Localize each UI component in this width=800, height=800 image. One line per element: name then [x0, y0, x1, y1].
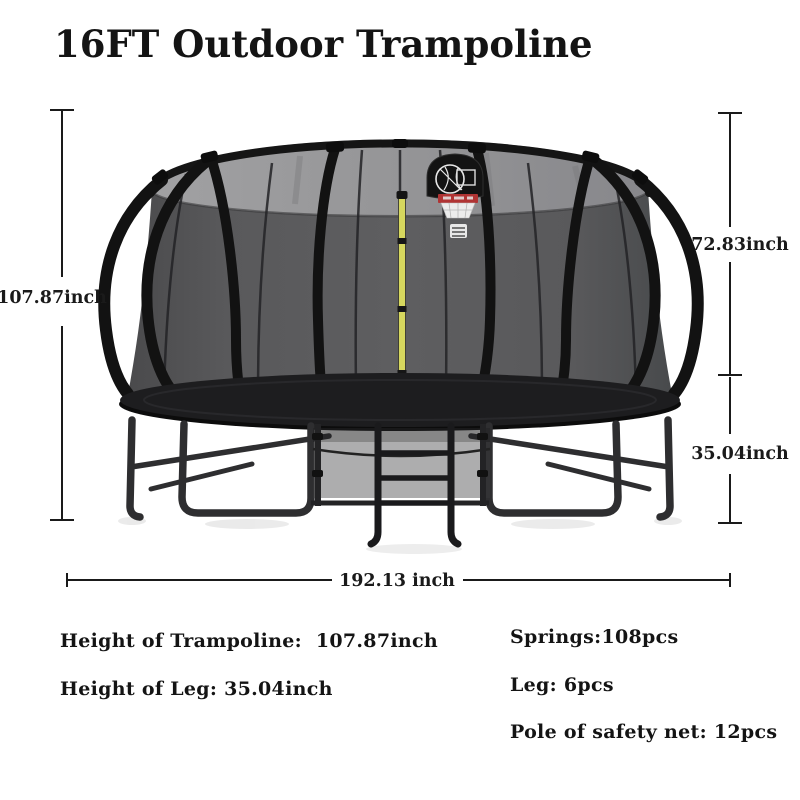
jump-mat: [119, 373, 681, 431]
dimension-line-right: [718, 112, 742, 524]
spec-height-of-trampoline: Height of Trampoline: 107.87inch: [60, 630, 438, 652]
enclosure-poles: [98, 144, 704, 404]
trampoline-legs: [118, 416, 682, 529]
dimension-line-width: [66, 573, 731, 587]
spec-leg-count: Leg: 6pcs: [510, 674, 614, 696]
rail-joints: [151, 139, 649, 185]
spec-safety-net-pole-count: Pole of safety net: 12pcs: [510, 721, 778, 743]
page-title: 16FT Outdoor Trampoline: [54, 22, 593, 66]
dimension-label-group: 107.87inch 72.83inch 35.04inch 192.13 in…: [0, 235, 789, 591]
dimension-label-leg-height: 35.04inch: [691, 444, 789, 464]
dimension-line-total-height: [50, 109, 74, 521]
dimension-lines: [50, 109, 742, 587]
spec-height-of-leg: Height of Leg: 35.04inch: [60, 678, 333, 700]
ladder: [366, 422, 462, 554]
basketball-hoop-icon: [426, 153, 484, 238]
dimension-label-frame-width: 192.13 inch: [339, 571, 455, 591]
skirt-net: [311, 424, 491, 506]
net-seams: [162, 149, 638, 393]
dimension-label-net-height: 72.83inch: [691, 235, 789, 255]
spec-springs-count: Springs:108pcs: [510, 626, 679, 648]
dimension-label-total-height: 107.87inch: [0, 288, 107, 308]
